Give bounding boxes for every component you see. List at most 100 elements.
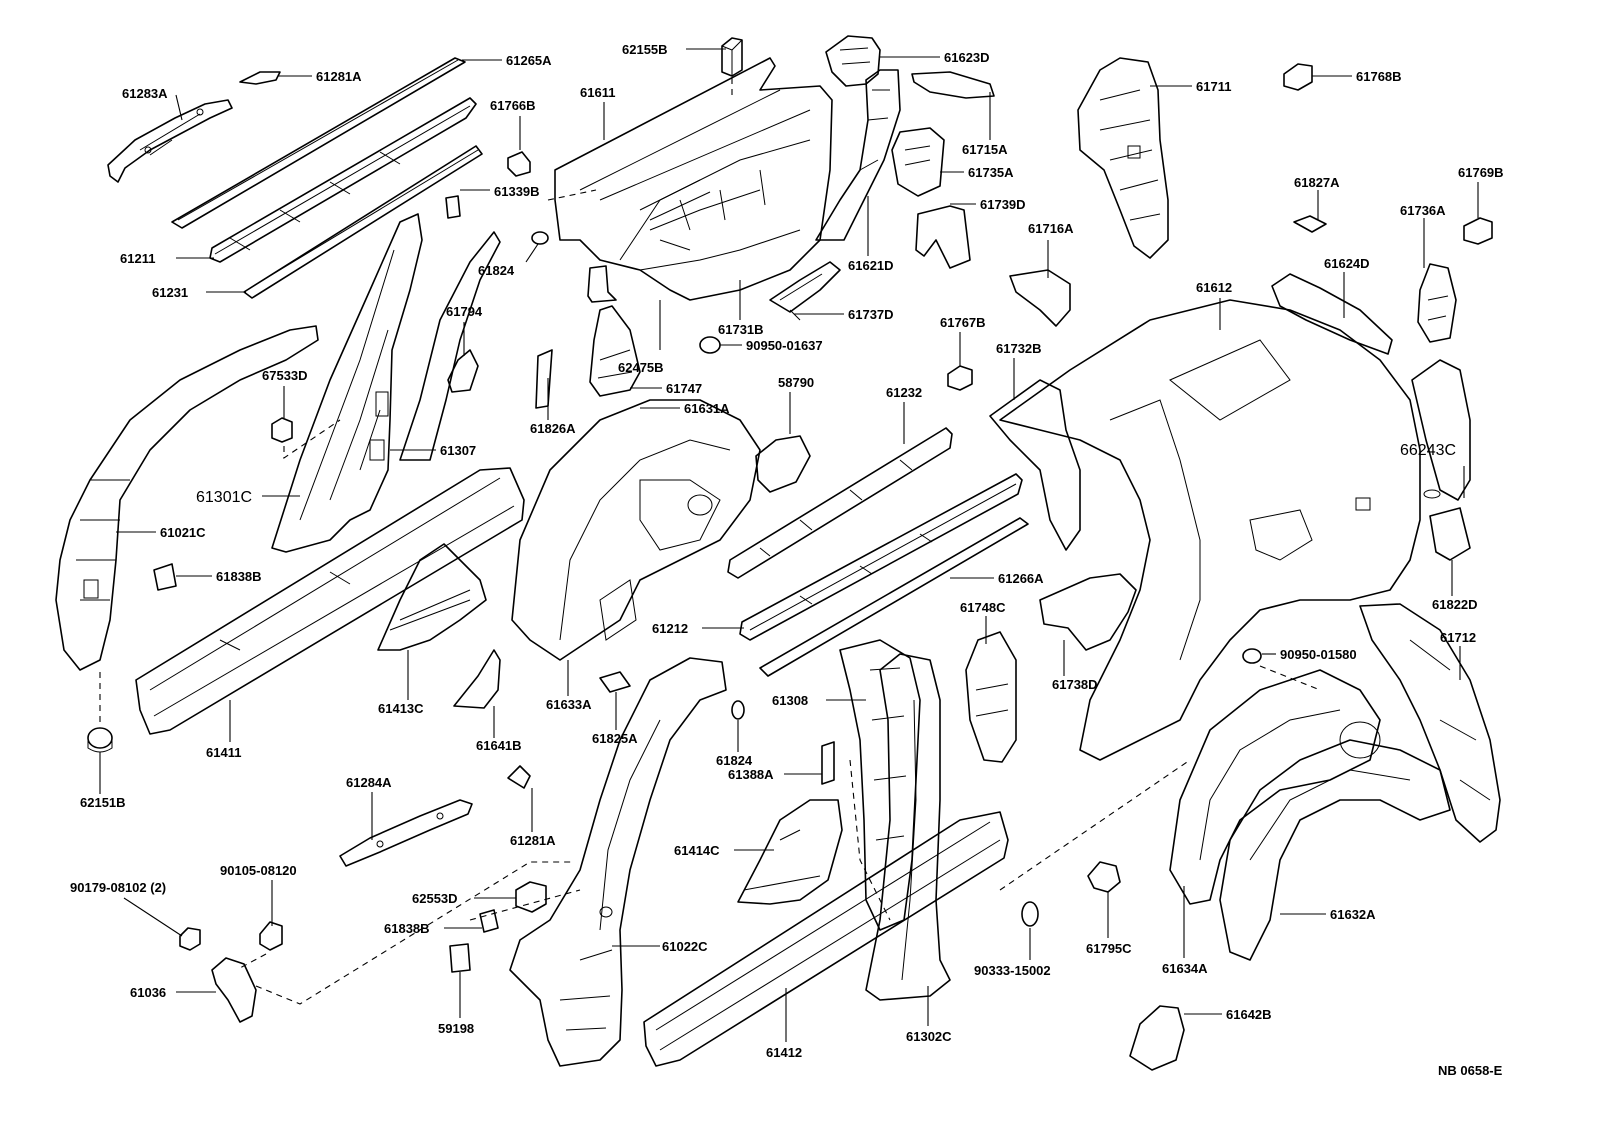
part-61732B — [989, 379, 1081, 551]
part-61412 — [643, 811, 1009, 1067]
label-61265A: 61265A — [506, 53, 552, 68]
label-61766B: 61766B — [490, 98, 536, 113]
label-61281A-bottom: 61281A — [510, 833, 556, 848]
label-61747: 61747 — [666, 381, 702, 396]
part-61414C — [737, 799, 843, 905]
part-61301C — [375, 231, 501, 461]
part-61748C — [965, 631, 1017, 763]
part-90179-08102 — [179, 927, 201, 951]
label-61824-top: 61824 — [478, 263, 515, 278]
part-66243C — [1411, 359, 1471, 501]
part-61838B-bottom — [479, 909, 499, 933]
part-61838B-left — [153, 563, 177, 591]
label-90950-01637: 90950-01637 — [746, 338, 823, 353]
label-61284A: 61284A — [346, 775, 392, 790]
label-61736A: 61736A — [1400, 203, 1446, 218]
part-61767B — [947, 365, 973, 391]
part-61388A — [821, 741, 835, 785]
label-61767B: 61767B — [940, 315, 986, 330]
part-61624D — [1271, 273, 1393, 355]
label-62155B: 62155B — [622, 42, 668, 57]
part-61231 — [243, 145, 483, 299]
part-61642B — [1129, 1005, 1185, 1071]
label-61412: 61412 — [766, 1045, 802, 1060]
part-61769B — [1463, 217, 1493, 245]
part-61307 — [271, 213, 423, 553]
part-61232 — [727, 427, 953, 579]
label-61621D: 61621D — [848, 258, 894, 273]
part-61712 — [1359, 603, 1501, 843]
part-61747 — [589, 305, 641, 397]
part-61623D — [825, 35, 881, 87]
label-90105-08120: 90105-08120 — [220, 863, 297, 878]
part-62475B — [587, 265, 617, 303]
label-61301C: 61301C — [196, 489, 252, 506]
part-61825A — [599, 671, 631, 693]
label-62475B: 62475B — [618, 360, 664, 375]
label-61768B: 61768B — [1356, 69, 1402, 84]
label-59198: 59198 — [438, 1021, 474, 1036]
label-61716A: 61716A — [1028, 221, 1074, 236]
label-67533D: 67533D — [262, 368, 308, 383]
label-61634A: 61634A — [1162, 961, 1208, 976]
label-61731B: 61731B — [718, 322, 764, 337]
label-61212: 61212 — [652, 621, 688, 636]
part-61826A — [535, 349, 553, 409]
label-61737D: 61737D — [848, 307, 894, 322]
part-61641B — [453, 649, 501, 709]
label-61738D: 61738D — [1052, 677, 1098, 692]
label-61307: 61307 — [440, 443, 476, 458]
part-61735A — [891, 127, 945, 197]
label-61739D: 61739D — [980, 197, 1026, 212]
part-61715A — [911, 71, 995, 99]
part-61036 — [211, 861, 572, 1023]
part-61827A — [1293, 215, 1327, 233]
label-61211: 61211 — [120, 251, 155, 266]
label-61302C: 61302C — [906, 1029, 952, 1044]
label-61735A: 61735A — [968, 165, 1014, 180]
part-90105-08120 — [239, 921, 283, 969]
part-90333-15002 — [1021, 901, 1039, 927]
part-59198 — [449, 943, 471, 973]
label-61411: 61411 — [206, 745, 241, 760]
part-61265A — [171, 57, 466, 229]
part-62553D — [515, 881, 547, 913]
part-61795C — [1087, 861, 1121, 893]
label-61715A: 61715A — [962, 142, 1008, 157]
part-61631A — [511, 399, 761, 661]
part-61266A — [759, 517, 1029, 677]
label-61822D: 61822D — [1432, 597, 1478, 612]
label-61414C: 61414C — [674, 843, 720, 858]
part-61824-top — [531, 231, 549, 245]
part-90950-01637 — [699, 336, 721, 354]
label-61281A-top: 61281A — [316, 69, 362, 84]
part-62155B — [721, 37, 743, 100]
label-61631A: 61631A — [684, 401, 730, 416]
label-61308: 61308 — [772, 693, 808, 708]
label-61339B: 61339B — [494, 184, 540, 199]
part-61824-mid — [731, 700, 745, 720]
label-61769B: 61769B — [1458, 165, 1504, 180]
part-61737D — [769, 261, 841, 321]
label-61838B-bottom: 61838B — [384, 921, 430, 936]
label-90333-15002: 90333-15002 — [974, 963, 1051, 978]
label-61623D: 61623D — [944, 50, 990, 65]
label-61231: 61231 — [152, 285, 188, 300]
label-61266A: 61266A — [998, 571, 1044, 586]
label-61624D: 61624D — [1324, 256, 1370, 271]
part-67533D — [271, 417, 341, 460]
label-58790: 58790 — [778, 375, 814, 390]
part-61283A — [107, 99, 233, 183]
part-61794 — [447, 349, 479, 393]
part-61281A-bottom — [507, 765, 531, 789]
part-61632A — [1219, 721, 1451, 961]
part-61284A — [339, 799, 473, 867]
label-61632A: 61632A — [1330, 907, 1376, 922]
part-61739D — [915, 205, 971, 269]
label-61413C: 61413C — [378, 701, 424, 716]
assembly-dashes — [469, 189, 1321, 921]
part-61634A — [1169, 669, 1381, 905]
label-61232: 61232 — [886, 385, 922, 400]
label-61826A: 61826A — [530, 421, 576, 436]
label-61283A: 61283A — [122, 86, 168, 101]
